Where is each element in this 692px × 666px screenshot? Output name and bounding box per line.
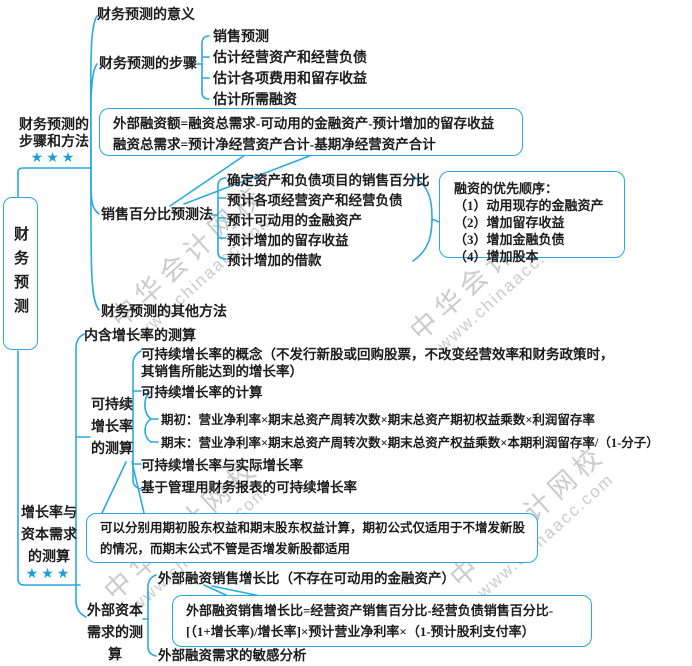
note-line: 可以分别用期初股东权益和期末股东权益计算，期初公式仅适用于不增发新股 (100, 521, 526, 535)
node-sustainable-concept: 可持续增长率的概念（不发行新股或回购股票，不改变经营效率和财务政策时， 其销售所… (141, 346, 614, 380)
formula-line: 外部融资额=融资总需求-可动用的金融资产-预计增加的留存收益 (113, 116, 495, 131)
node-percent-item: 预计增加的留存收益 (227, 233, 349, 248)
branch-growth-capital-line2: 资本需求 (21, 528, 77, 543)
node-percent-item: 确定资产和负债项目的销售百分比 (227, 173, 430, 188)
node-percent-of-sales-method: 销售百分比预测法 (101, 208, 213, 223)
node-external-capital-need: 外部资本 需求的测算 (81, 601, 149, 666)
node-percent-item: 预计各项经营资产和经营负债 (227, 193, 403, 208)
node-formula-ending-equity: 期末：营业净利率×期末总资产周转次数×期末总资产权益乘数×本期利润留存率/（1-… (161, 436, 659, 450)
callout-ef-ratio-formula: 外部融资销售增长比=经营资产销售百分比-经营负债销售百分比- [（1+增长率)/… (172, 595, 592, 647)
callout-equity-calc-note: 可以分别用期初股东权益和期末股东权益计算，期初公式仅适用于不增发新股 的情况，而… (86, 513, 538, 563)
node-ef-sales-growth-ratio: 外部融资销售增长比（不存在可动用的金融资产） (158, 571, 455, 586)
node-percent-item: 预计可动用的金融资产 (227, 213, 362, 228)
callout-financing-priority: 融资的优先顺序： （1）动用现存的金融资产 （2）增加留存收益 （3）增加金融负… (439, 171, 625, 264)
node-step-item: 销售预测 (213, 30, 269, 45)
node-sustainable-growth-line1: 可持续 (91, 398, 133, 413)
node-external-capital-line1: 外部资本 (87, 604, 143, 619)
formula-line: 外部融资销售增长比=经营资产销售百分比-经营负债销售百分比- (186, 603, 554, 618)
formula-line: 融资总需求=预计净经营资产合计-基期净经营资产合计 (113, 137, 436, 152)
priority-item: （1）动用现存的金融资产 (454, 198, 604, 213)
node-sustainable-growth-line3: 的测算 (91, 442, 133, 457)
node-internal-growth-rate: 内含增长率的测算 (84, 329, 196, 344)
node-sustainable-calc: 可持续增长率的计算 (141, 385, 263, 400)
node-ef-sensitivity-analysis: 外部融资需求的敏感分析 (158, 648, 307, 663)
branch-steps-methods-line2: 步骤和方法 (19, 135, 89, 150)
node-forecast-meaning: 财务预测的意义 (97, 8, 195, 23)
root-node-label: 财务预测 (12, 225, 28, 322)
branch-steps-methods-line1: 财务预测的 (19, 118, 89, 133)
priority-item: （3）增加金融负债 (454, 232, 565, 247)
branch-growth-capital: 增长率与 资本需求 的测算 (14, 503, 84, 569)
priority-item: （2）增加留存收益 (454, 215, 565, 230)
node-mgmt-report-sustainable: 基于管理用财务报表的可持续增长率 (141, 480, 357, 495)
priority-item: （4）增加股本 (454, 249, 539, 264)
node-sustainable-vs-actual: 可持续增长率与实际增长率 (141, 458, 303, 473)
node-external-capital-line2: 需求的测算 (87, 626, 143, 663)
node-step-item: 估计经营资产和经营负债 (213, 51, 367, 66)
formula-line: [（1+增长率)/增长率]×预计营业净利率×（1-预计股利支付率） (186, 624, 535, 639)
node-sustainable-growth: 可持续 增长率 的测算 (90, 395, 134, 461)
importance-stars: ★★★ (25, 566, 73, 582)
concept-line1: 可持续增长率的概念（不发行新股或回购股票，不改变经营效率和财务政策时， (141, 347, 614, 362)
node-step-item: 估计各项费用和留存收益 (213, 72, 367, 87)
root-node: 财务预测 (3, 197, 38, 350)
node-percent-item: 预计增加的借款 (227, 253, 322, 268)
node-step-item: 估计所需融资 (213, 93, 297, 108)
priority-title: 融资的优先顺序： (454, 181, 559, 196)
concept-line2: 其销售所能达到的增长率） (141, 364, 303, 379)
node-formula-beginning-equity: 期初：营业净利率×期末总资产周转次数×期末总资产期初权益乘数×利润留存率 (161, 413, 595, 427)
callout-external-financing-formula: 外部融资额=融资总需求-可动用的金融资产-预计增加的留存收益 融资总需求=预计净… (99, 108, 523, 156)
branch-growth-capital-line1: 增长率与 (21, 506, 77, 521)
note-line: 的情况，而期末公式不管是否增发新股都适用 (100, 542, 351, 556)
node-forecast-steps: 财务预测的步骤 (99, 57, 197, 72)
branch-steps-methods: 财务预测的 步骤和方法 (16, 117, 92, 151)
node-other-methods: 财务预测的其他方法 (101, 305, 227, 320)
importance-stars: ★★★ (30, 150, 78, 166)
branch-growth-capital-line3: 的测算 (28, 550, 70, 565)
node-sustainable-growth-line2: 增长率 (91, 420, 133, 435)
